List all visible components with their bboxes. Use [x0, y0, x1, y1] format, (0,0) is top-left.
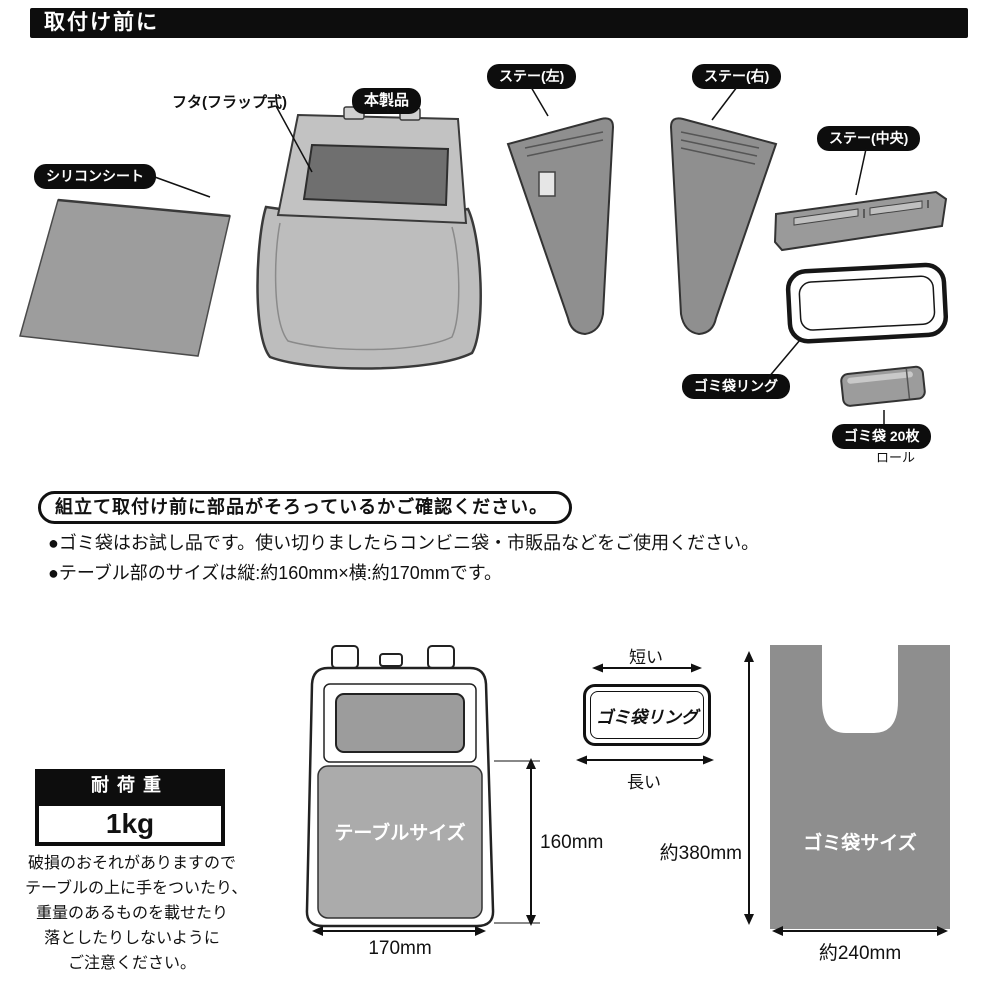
bag-size-label: ゴミ袋サイズ: [803, 833, 917, 854]
dim-bag-height: 約380mm: [659, 843, 742, 864]
table-size-label: テーブルサイズ: [334, 823, 466, 844]
dim-table-width: 170mm: [368, 938, 432, 959]
label-stay-left: ステー(左): [487, 64, 577, 89]
caution-text: 破損のおそれがありますので テーブルの上に手をついたり、 重量のあるものを載せた…: [25, 851, 248, 976]
dim-ring-long: 長い: [627, 773, 661, 792]
label-roll: ロール: [876, 450, 916, 465]
bag-roll-drawing: [840, 365, 926, 407]
notes-bullets: ●ゴミ袋はお試し品です。使い切りましたらコンビニ袋・市販品などをご使用ください。…: [48, 528, 759, 588]
stay-center-drawing: [773, 190, 948, 252]
lid-window-shape: [302, 143, 450, 207]
stay-right-drawing: [669, 117, 778, 336]
dim-table-height: 160mm: [540, 832, 604, 853]
label-bags: ゴミ袋 20枚: [832, 424, 932, 449]
stay-left-drawing: [506, 117, 615, 336]
note-bullet-2: ●テーブル部のサイズは縦:約160mm×横:約170mmです。: [48, 563, 503, 583]
main-product-drawing: [256, 106, 482, 370]
caution-line: 落としたりしないように: [44, 930, 220, 947]
check-message: 組立て取付け前に部品がそろっているかご確認ください。: [38, 491, 572, 524]
label-silicone-sheet: シリコンシート: [34, 164, 156, 189]
dim-ring-short: 短い: [629, 648, 663, 667]
label-main-product: 本製品: [352, 88, 422, 114]
label-stay-center: ステー(中央): [817, 126, 921, 151]
page-title: 取付け前に: [30, 8, 968, 38]
bag-size-drawing: [770, 645, 950, 929]
silicone-sheet-drawing: [19, 198, 231, 357]
caution-line: 重量のあるものを載せたり: [35, 905, 228, 922]
table-area-shape: [317, 765, 483, 919]
caution-line: ご注意ください。: [67, 955, 196, 972]
ring-size-box: ゴミ袋リング: [583, 684, 711, 746]
table-size-drawing: [305, 645, 495, 928]
label-stay-right: ステー(右): [692, 64, 782, 89]
ring-size-label: ゴミ袋リング: [590, 691, 704, 739]
label-bag-ring: ゴミ袋リング: [682, 374, 790, 399]
bag-ring-drawing: [785, 262, 949, 344]
label-lid: フタ(フラップ式): [172, 94, 287, 111]
load-capacity-value: 1kg: [35, 802, 225, 846]
note-bullet-1: ●ゴミ袋はお試し品です。使い切りましたらコンビニ袋・市販品などをご使用ください。: [48, 533, 760, 553]
dim-bag-width: 約240mm: [818, 943, 902, 964]
caution-line: 破損のおそれがありますので: [27, 855, 236, 872]
caution-line: テーブルの上に手をついたり、: [25, 880, 248, 897]
load-capacity-header: 耐荷重: [35, 769, 225, 802]
